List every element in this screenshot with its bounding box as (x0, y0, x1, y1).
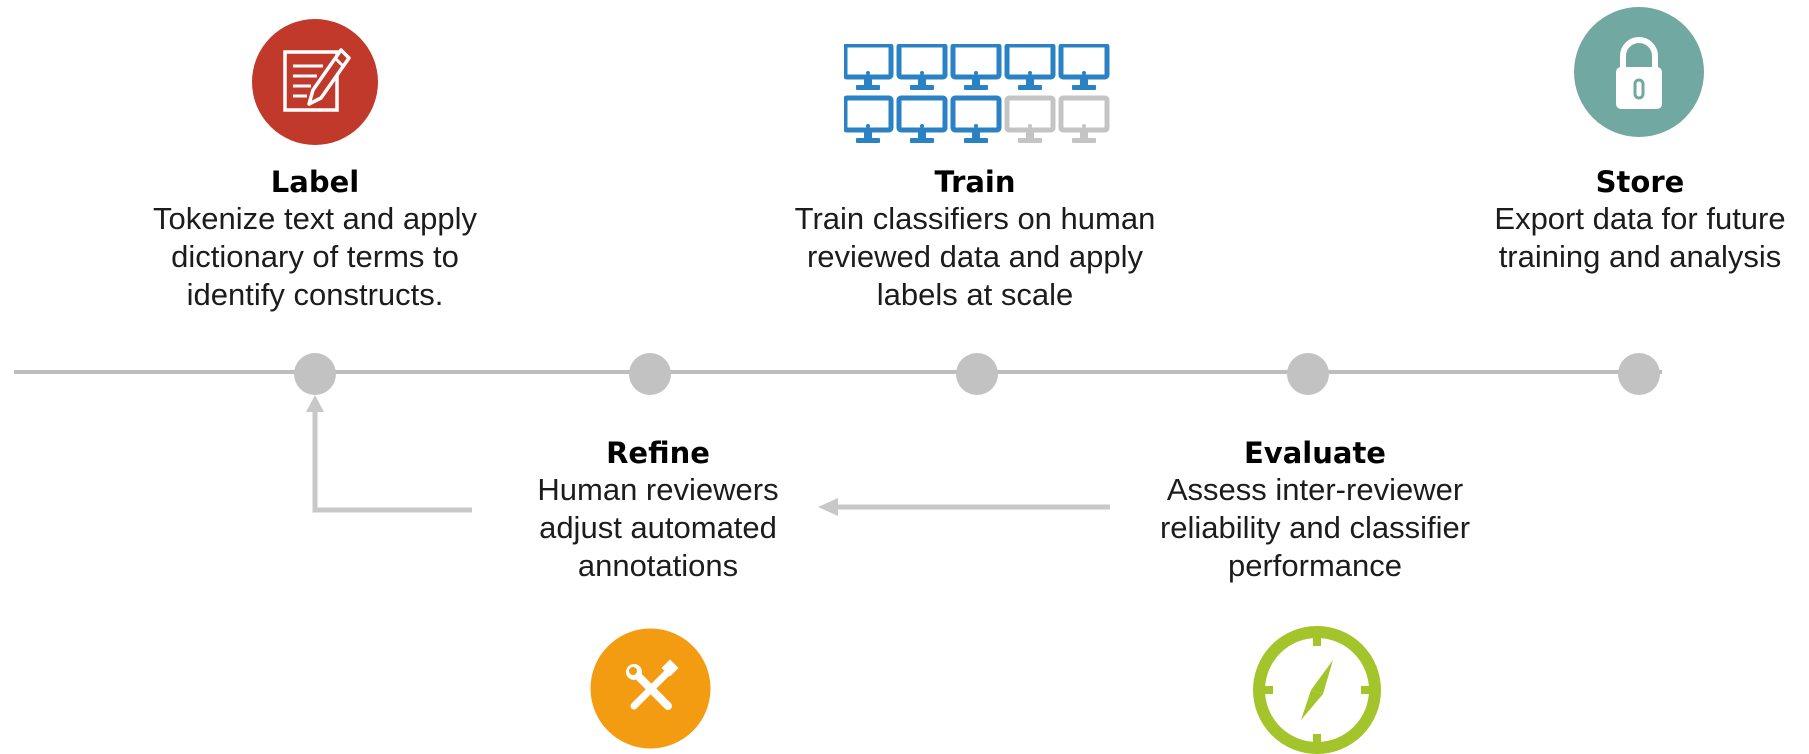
timeline-node-train (956, 353, 998, 395)
computer-monitor-icon (1004, 95, 1056, 143)
step-refine-description: Human reviewers adjust automated annotat… (537, 472, 779, 583)
tools-icon (590, 628, 711, 749)
computer-monitor-icon (950, 44, 1002, 90)
step-label: Label Tokenize text and apply dictionary… (105, 164, 525, 314)
computer-monitor-icon (1058, 95, 1110, 143)
timeline-node-evaluate (1287, 353, 1329, 395)
step-store: Store Export data for future training an… (1440, 164, 1809, 276)
step-train: Train Train classifiers on human reviewe… (765, 164, 1185, 314)
step-evaluate: Evaluate Assess inter-reviewer reliabili… (1125, 435, 1505, 585)
computer-monitor-icon (1058, 44, 1110, 90)
edit-document-icon (252, 19, 378, 145)
compass-icon (1253, 626, 1381, 754)
step-label-title: Label (270, 165, 360, 199)
lock-icon (1574, 7, 1704, 137)
timeline-node-refine (629, 353, 671, 395)
step-store-description: Export data for future training and anal… (1494, 201, 1786, 274)
step-refine: Refine Human reviewers adjust automated … (478, 435, 838, 585)
timeline-node-store (1618, 353, 1660, 395)
refine-to-label-arrow (312, 410, 472, 513)
step-refine-title: Refine (606, 436, 710, 470)
computer-monitor-icon (896, 95, 948, 143)
step-train-title: Train (934, 165, 1016, 199)
computer-monitor-icon (896, 44, 948, 90)
evaluate-to-refine-arrowhead (818, 498, 838, 516)
step-label-description: Tokenize text and apply dictionary of te… (153, 201, 477, 312)
computer-monitor-icon (1004, 44, 1056, 90)
computer-monitor-icon (950, 95, 1002, 143)
step-evaluate-description: Assess inter-reviewer reliability and cl… (1159, 472, 1471, 583)
computer-monitor-icon (844, 44, 894, 90)
refine-to-label-arrowhead (306, 395, 324, 412)
computer-grid-icon (844, 44, 1110, 143)
step-train-description: Train classifiers on human reviewed data… (794, 201, 1156, 312)
step-evaluate-title: Evaluate (1244, 436, 1386, 470)
timeline-node-label (294, 353, 336, 395)
step-store-title: Store (1595, 165, 1685, 199)
computer-monitor-icon (844, 95, 894, 143)
